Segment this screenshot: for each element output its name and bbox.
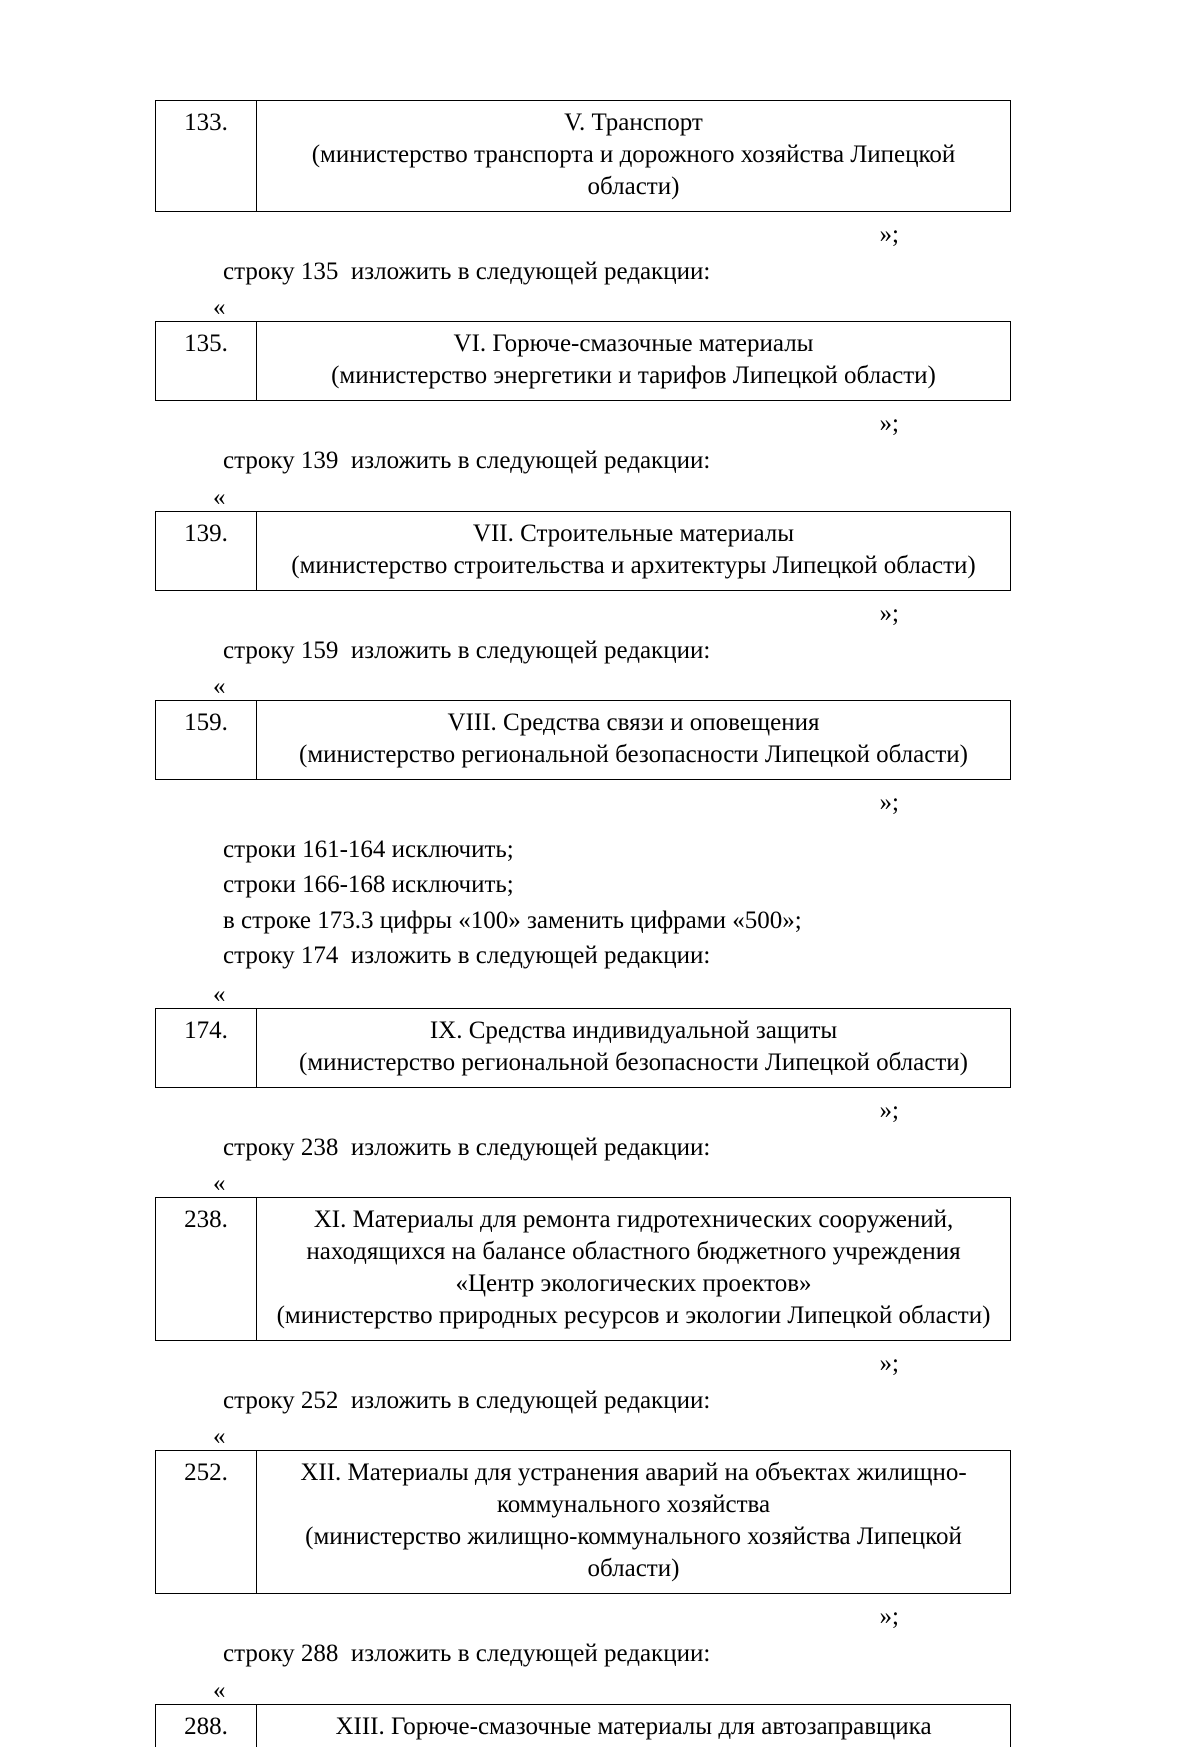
instruction-item: строку 174 изложить в следующей редакции… — [223, 942, 711, 970]
cell-text-line: (министерство строительства и архитектур… — [291, 551, 976, 579]
table-row: 159. VIII. Средства связи и оповещения (ми… — [155, 699, 1011, 780]
row-content-cell: VII. Строительные материалы (министерство… — [256, 510, 1011, 591]
closing-quote-135: »; — [879, 410, 899, 438]
row-number-cell: 159. — [155, 699, 257, 780]
cell-text-line: находящихся на балансе областного бюджет… — [306, 1238, 961, 1265]
closing-quote-133: »; — [879, 221, 899, 248]
amendment-table-252: 252. XII. Материалы для устранения аварий… — [155, 1450, 1011, 1595]
amendment-table-288: 288. XIII. Горюче-смазочные материалы для… — [155, 1703, 1011, 1747]
cell-text-line: (министерство жилищно-коммунального хозя… — [305, 1523, 962, 1551]
opening-quote-135: « — [213, 294, 226, 322]
row-content-cell: XII. Материалы для устранения аварий на … — [256, 1450, 1011, 1595]
cell-text-line: V. Транспорт — [564, 109, 703, 136]
amendment-table-133: 133. V. Транспорт (министерство транспорта… — [155, 100, 1011, 212]
cell-text-line: «Центр экологических проектов» — [455, 1270, 812, 1297]
amendment-table-159: 159. VIII. Средства связи и оповещения (ми… — [155, 699, 1011, 780]
closing-quote-252: »; — [879, 1603, 899, 1631]
cell-text-line: VIII. Средства связи и оповещения — [447, 708, 820, 736]
row-content-cell: IX. Средства индивидуальной защиты (минис… — [256, 1007, 1011, 1088]
cell-text-line: (министерство региональной безопасности … — [299, 1048, 968, 1076]
cell-text-line: (министерство региональной безопасности … — [299, 740, 968, 768]
opening-quote-288: « — [213, 1676, 226, 1704]
row-number-cell: 133. — [155, 100, 257, 212]
closing-quote-139: »; — [879, 599, 899, 627]
row-number-cell: 288. — [155, 1703, 257, 1747]
amendment-table-139: 139. VII. Строительные материалы (министер… — [155, 510, 1011, 591]
cell-text-line: IX. Средства индивидуальной защиты — [429, 1016, 838, 1044]
row-number-cell: 238. — [155, 1197, 257, 1341]
row-content-cell: VIII. Средства связи и оповещения (минист… — [256, 699, 1011, 780]
row-content-cell: V. Транспорт (министерство транспорта и д… — [256, 100, 1011, 212]
table-row: 174. IX. Средства индивидуальной защиты (м… — [155, 1007, 1011, 1088]
document-page: 133. V. Транспорт (министерство транспорта… — [155, 100, 1011, 1747]
row-number-cell: 174. — [155, 1007, 257, 1088]
instruction-item: в строке 173.3 цифры «100» заменить цифр… — [223, 906, 802, 934]
cell-text-line: XI. Материалы для ремонта гидротехническ… — [313, 1206, 954, 1233]
cell-text-line: (министерство природных ресурсов и эколо… — [276, 1302, 991, 1329]
cell-text-line: VII. Строительные материалы — [472, 519, 795, 547]
document-content: 133. V. Транспорт (министерство транспорта… — [155, 100, 1011, 1747]
row-number-cell: 135. — [155, 321, 257, 402]
amendment-table-238: 238. XI. Материалы для ремонта гидротехни… — [155, 1197, 1011, 1341]
row-content-cell: XIII. Горюче-смазочные материалы для авт… — [256, 1703, 1011, 1747]
closing-quote-238: »; — [879, 1350, 899, 1377]
instruction-line-159: строку 159 изложить в следующей редакции… — [223, 636, 711, 664]
table-row: 238. XI. Материалы для ремонта гидротехни… — [155, 1197, 1011, 1341]
amendment-table-135: 135. VI. Горюче-смазочные материалы (минис… — [155, 321, 1011, 402]
instruction-item: строки 166-168 исключить; — [223, 871, 514, 899]
table-row: 139. VII. Строительные материалы (министер… — [155, 510, 1011, 591]
instruction-list-161-174: строки 161-164 исключить; строки 166-168 … — [155, 832, 1011, 974]
cell-text-line: области) — [587, 173, 680, 200]
instruction-line-135: строку 135 изложить в следующей редакции… — [223, 258, 711, 285]
closing-quote-159: »; — [879, 788, 899, 816]
cell-text-line: области) — [587, 1555, 680, 1583]
opening-quote-238: « — [213, 1170, 226, 1197]
table-row: 288. XIII. Горюче-смазочные материалы для… — [155, 1703, 1011, 1747]
cell-text-line: XII. Материалы для устранения аварий на … — [300, 1459, 967, 1487]
row-content-cell: XI. Материалы для ремонта гидротехническ… — [256, 1197, 1011, 1341]
cell-text-line: VI. Горюче-смазочные материалы — [453, 330, 814, 358]
row-number-cell: 139. — [155, 510, 257, 591]
instruction-line-238: строку 238 изложить в следующей редакции… — [223, 1133, 711, 1161]
table-row: 252. XII. Материалы для устранения аварий… — [155, 1450, 1011, 1595]
table-row: 135. VI. Горюче-смазочные материалы (минис… — [155, 321, 1011, 402]
instruction-line-288: строку 288 изложить в следующей редакции… — [223, 1640, 711, 1668]
table-row: 133. V. Транспорт (министерство транспорта… — [155, 100, 1011, 212]
instruction-line-139: строку 139 изложить в следующей редакции… — [223, 447, 711, 475]
opening-quote-139: « — [213, 483, 226, 511]
amendment-table-174: 174. IX. Средства индивидуальной защиты (м… — [155, 1007, 1011, 1088]
cell-text-line: коммунального хозяйства — [496, 1491, 771, 1519]
instruction-line-252: строку 252 изложить в следующей редакции… — [223, 1387, 711, 1414]
cell-text-line: XIII. Горюче-смазочные материалы для авт… — [335, 1712, 932, 1740]
cell-text-line: (министерство транспорта и дорожного хоз… — [311, 141, 956, 168]
closing-quote-174: »; — [879, 1096, 899, 1124]
row-content-cell: VI. Горюче-смазочные материалы (министерс… — [256, 321, 1011, 402]
instruction-item: строки 161-164 исключить; — [223, 835, 514, 863]
row-number-cell: 252. — [155, 1450, 257, 1595]
cell-text-line: (министерство энергетики и тарифов Липец… — [331, 362, 936, 390]
opening-quote-252: « — [213, 1423, 226, 1451]
opening-quote-174: « — [213, 980, 226, 1008]
opening-quote-159: « — [213, 672, 226, 700]
